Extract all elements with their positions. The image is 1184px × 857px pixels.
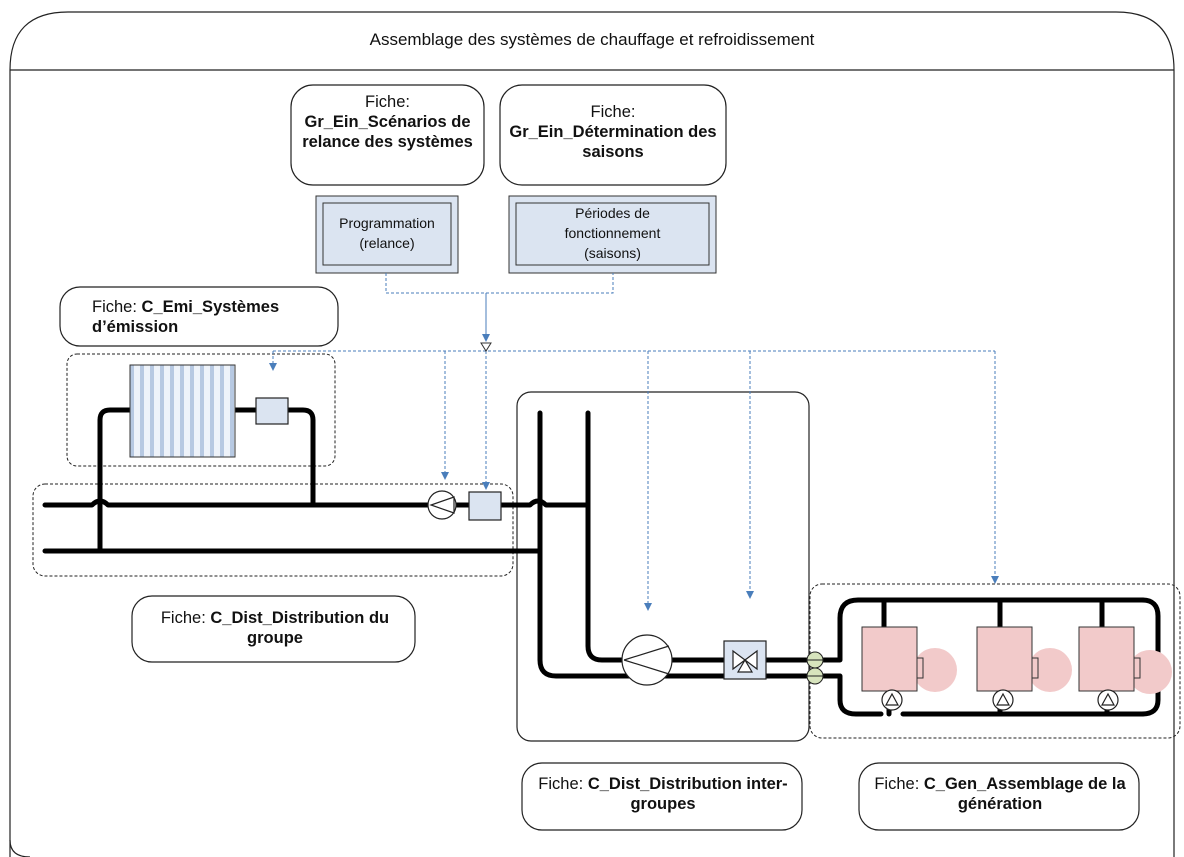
emission-group-box	[66, 353, 336, 467]
card-emission-prefix: Fiche:	[92, 298, 142, 316]
card-saisons: Fiche: Gr_Ein_Détermination des saisons	[500, 102, 726, 162]
card-generation-prefix: Fiche:	[874, 775, 924, 793]
boiler-3	[1078, 626, 1172, 694]
programmation-inner	[322, 202, 452, 266]
dist-inter-group-box	[516, 391, 810, 742]
card-scenarios: Fiche: Gr_Ein_Scénarios de relance des s…	[291, 92, 484, 152]
card-dist-groupe-box	[131, 595, 416, 663]
diagram-title: Assemblage des systèmes de chauffage et …	[369, 30, 815, 49]
card-generation: Fiche: C_Gen_Assemblage de la génération	[867, 774, 1133, 814]
card-scenarios-name: Gr_Ein_Scénarios de relance des systèmes	[302, 113, 473, 151]
card-emission: Fiche: C_Emi_Systèmes d’émission	[92, 297, 332, 337]
card-emission-name: C_Emi_Systèmes d’émission	[92, 298, 280, 336]
card-generation-name: C_Gen_Assemblage de la génération	[923, 775, 1126, 813]
boiler-pumps	[881, 689, 1119, 711]
inter-pump	[621, 634, 673, 686]
signal-split-triangle	[480, 342, 492, 352]
groupe-valve	[468, 491, 502, 521]
card-dist-inter-name: C_Dist_Distribution inter-groupes	[587, 775, 788, 813]
card-dist-inter-prefix: Fiche:	[538, 775, 588, 793]
card-emission-box	[59, 286, 339, 347]
card-dist-groupe-name: C_Dist_Distribution du groupe	[210, 609, 390, 647]
boiler-2	[976, 626, 1072, 692]
card-dist-groupe: Fiche: C_Dist_Distribution du groupe	[140, 608, 410, 648]
card-scenarios-box	[290, 84, 485, 186]
three-way-valve-symbol	[732, 649, 758, 673]
card-scenarios-prefix: Fiche:	[365, 93, 410, 111]
card-generation-box	[858, 762, 1140, 831]
card-dist-inter-box	[521, 762, 803, 831]
card-saisons-box	[499, 84, 727, 186]
generation-group-box	[809, 583, 1181, 739]
programmation-label: Programmation (relance)	[339, 215, 435, 251]
emission-valve	[255, 397, 289, 425]
frame-bottom-left	[9, 839, 31, 857]
card-dist-inter: Fiche: C_Dist_Distribution inter-groupes	[530, 774, 796, 814]
card-saisons-name: Gr_Ein_Détermination des saisons	[509, 123, 717, 161]
groupe-pump-triangle	[429, 496, 455, 514]
periodes-inner	[515, 202, 710, 266]
periodes-label: Périodes de fonctionnement (saisons)	[564, 205, 661, 261]
card-saisons-prefix: Fiche:	[590, 103, 636, 121]
inter-pump-triangle	[623, 645, 670, 675]
signal-lines	[269, 273, 999, 611]
outer-frame	[9, 11, 1175, 857]
dist-groupe-group-box	[32, 483, 514, 577]
card-dist-groupe-prefix: Fiche:	[160, 609, 211, 627]
boiler-1	[861, 626, 957, 692]
radiator	[129, 364, 236, 458]
